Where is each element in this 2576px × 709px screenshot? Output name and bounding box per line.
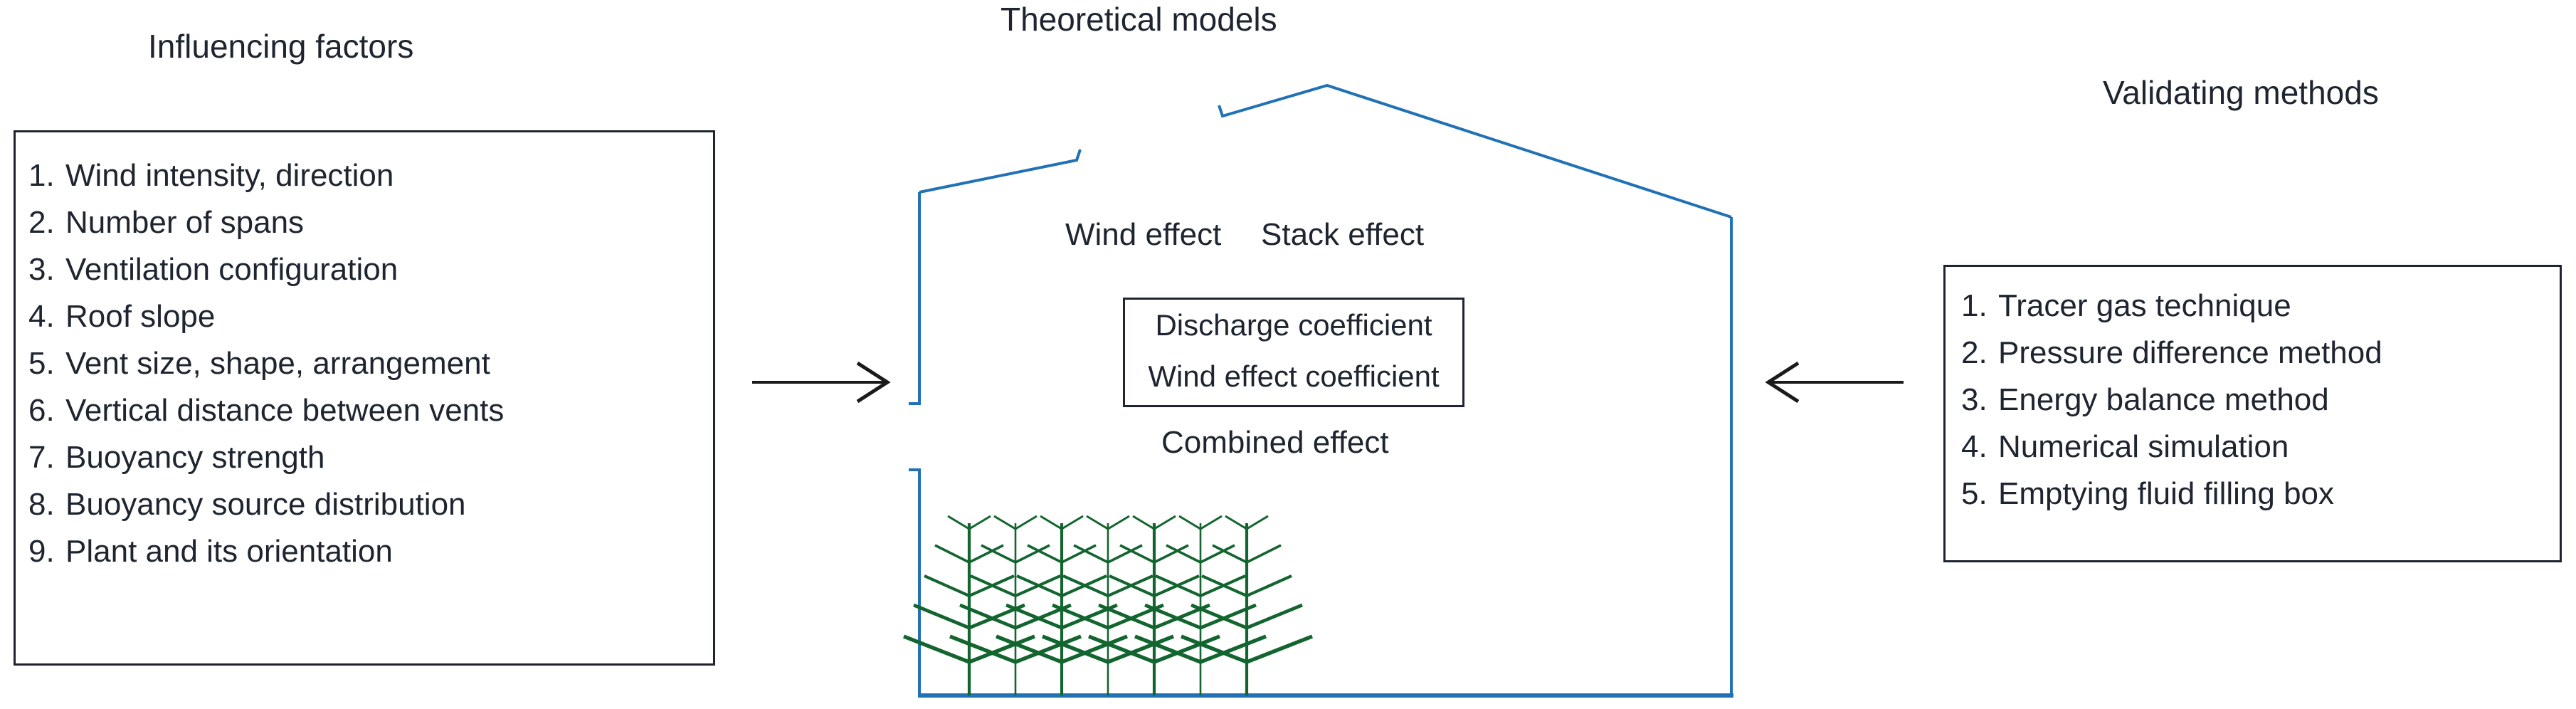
- stack-effect-label: Stack effect: [1261, 217, 1425, 252]
- validating-methods-panel: 1. Tracer gas technique 2. Pressure differe…: [1943, 265, 2562, 562]
- validating-method-item-number: 5.: [1961, 476, 1988, 511]
- influencing-factor-item-label: Buoyancy source distribution: [65, 487, 466, 522]
- influencing-factor-item: 6. Vertical distance between vents: [28, 387, 713, 434]
- influencing-factors-list: 1. Wind intensity, direction 2. Number of s…: [16, 132, 713, 575]
- influencing-factor-item-label: Vertical distance between vents: [65, 393, 505, 428]
- greenhouse-illustration: [740, 64, 1950, 709]
- plant-branch: [1134, 634, 1267, 664]
- influencing-factor-item: 7. Buoyancy strength: [28, 434, 713, 481]
- plant-branch: [1109, 574, 1200, 598]
- influencing-factor-item-number: 8.: [28, 487, 55, 522]
- plant-branch: [1155, 574, 1246, 598]
- validating-method-item-label: Energy balance method: [1998, 382, 2329, 417]
- wind-effect-label: Wind effect: [1065, 217, 1222, 252]
- discharge-coefficient-label: Discharge coefficient: [1155, 308, 1432, 342]
- plant-branch: [1144, 603, 1257, 630]
- roof-left-segment: [919, 149, 1082, 194]
- influencing-factor-item: 4. Roof slope: [28, 293, 713, 340]
- influencing-factor-item: 5. Vent size, shape, arrangement: [28, 340, 713, 387]
- influencing-factor-item-label: Plant and its orientation: [65, 534, 393, 569]
- plant-branch: [1016, 574, 1107, 598]
- left-arrow: [752, 361, 891, 404]
- influencing-factor-item-label: Ventilation configuration: [65, 252, 398, 287]
- validating-methods-list: 1. Tracer gas technique 2. Pressure differe…: [1946, 267, 2560, 518]
- combined-effect-label: Combined effect: [1161, 425, 1389, 460]
- influencing-factor-item-number: 6.: [28, 393, 55, 428]
- influencing-factor-item-number: 5.: [28, 346, 55, 381]
- wind-effect-coefficient-label: Wind effect coefficient: [1148, 359, 1440, 393]
- roof-right-segment: [1218, 83, 1732, 219]
- influencing-factor-item-number: 7.: [28, 440, 55, 475]
- plant-branch: [1212, 544, 1282, 564]
- validating-method-item-label: Numerical simulation: [1998, 429, 2289, 464]
- validating-method-item-number: 3.: [1961, 382, 1988, 417]
- influencing-factors-panel: 1. Wind intensity, direction 2. Number of s…: [14, 130, 715, 666]
- influencing-factor-item: 2. Number of spans: [28, 199, 713, 246]
- influencing-factor-item-label: Number of spans: [65, 205, 305, 240]
- right-arrow: [1765, 361, 1904, 404]
- left-wall-lower: [909, 468, 921, 695]
- plant-branch: [959, 603, 1072, 630]
- influencing-factor-item-number: 3.: [28, 252, 55, 287]
- influencing-factor-item: 9. Plant and its orientation: [28, 528, 713, 575]
- plant-branch: [1062, 574, 1154, 598]
- plant-branch: [970, 574, 1061, 598]
- influencing-factor-item-label: Vent size, shape, arrangement: [65, 346, 490, 381]
- validating-method-item: 3. Energy balance method: [1961, 377, 2560, 424]
- plant-branch: [947, 515, 991, 530]
- validating-method-item: 2. Pressure difference method: [1961, 330, 2560, 377]
- validating-method-item: 1. Tracer gas technique: [1961, 283, 2560, 330]
- validating-method-item-number: 2.: [1961, 335, 1988, 370]
- influencing-factor-item: 1. Wind intensity, direction: [28, 152, 713, 199]
- greenhouse-svg: [752, 83, 1904, 698]
- validating-methods-title: Validating methods: [2103, 74, 2379, 111]
- validating-method-item-number: 4.: [1961, 429, 1988, 464]
- influencing-factor-item-number: 2.: [28, 205, 55, 240]
- plant-branch: [1191, 603, 1303, 630]
- influencing-factor-item-label: Wind intensity, direction: [65, 158, 394, 193]
- plant-branch: [1178, 515, 1223, 530]
- theoretical-models-title: Theoretical models: [1001, 1, 1277, 38]
- influencing-factor-item: 8. Buoyancy source distribution: [28, 481, 713, 528]
- influencing-factor-item-number: 9.: [28, 534, 55, 569]
- validating-method-item-number: 1.: [1961, 288, 1988, 323]
- plant-branch: [993, 515, 1038, 530]
- left-wall-upper: [909, 192, 921, 405]
- plant-branch: [1005, 603, 1118, 630]
- plant-branch: [913, 603, 1025, 630]
- influencing-factor-item-label: Buoyancy strength: [65, 440, 325, 475]
- validating-method-item-label: Emptying fluid filling box: [1998, 476, 2335, 511]
- plant-branch: [1098, 603, 1210, 630]
- influencing-factor-item: 3. Ventilation configuration: [28, 246, 713, 293]
- influencing-factor-item-number: 1.: [28, 158, 55, 193]
- plant-branch: [1052, 603, 1164, 630]
- validating-method-item: 5. Emptying fluid filling box: [1961, 471, 2560, 518]
- plant-branch: [1040, 515, 1084, 530]
- validating-method-item: 4. Numerical simulation: [1961, 424, 2560, 471]
- plant-branch: [1086, 515, 1130, 530]
- validating-method-item-label: Tracer gas technique: [1998, 288, 2291, 323]
- validating-method-item-label: Pressure difference method: [1998, 335, 2382, 370]
- plant-branch: [1132, 515, 1176, 530]
- influencing-factor-item-number: 4.: [28, 299, 55, 334]
- plant-branch: [1181, 634, 1313, 664]
- greenhouse-structure: [909, 83, 1733, 698]
- plant-branch: [1201, 574, 1292, 598]
- influencing-factor-item-label: Roof slope: [65, 299, 216, 334]
- plant-branch: [924, 574, 1015, 598]
- plant-branch: [1225, 515, 1269, 530]
- coefficient-box: Discharge coefficient Wind effect coeffi…: [1123, 298, 1464, 407]
- plant-row: [903, 515, 1313, 695]
- influencing-factors-title: Influencing factors: [148, 28, 414, 65]
